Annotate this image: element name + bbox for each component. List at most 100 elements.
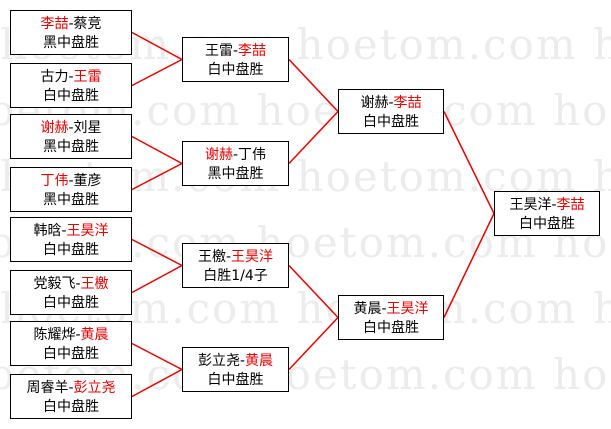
bracket-connector-line [131, 162, 183, 191]
match-box: 王昊洋-李喆白中盘胜 [494, 191, 600, 236]
match-players: 周睿羊-彭立尧 [11, 379, 131, 398]
separator-dash: - [388, 95, 394, 111]
match-result: 白中盘胜 [43, 399, 99, 415]
bracket-connector-line [131, 264, 183, 294]
player-name: 黄晨 [353, 301, 382, 317]
separator-dash: - [68, 69, 74, 85]
match-result: 白中盘胜 [363, 320, 419, 336]
separator-dash: - [61, 223, 67, 239]
player-name: 黄晨 [245, 353, 274, 369]
match-result: 黑中盘胜 [207, 166, 264, 182]
match-players: 李喆-蔡竞 [11, 15, 131, 34]
match-box: 王檄-王昊洋白胜1/4子 [182, 243, 289, 288]
player-name: 陈耀烨 [33, 327, 76, 343]
separator-dash: - [75, 276, 81, 292]
player-name: 王雷 [73, 69, 102, 85]
bracket-connector-line [131, 58, 183, 87]
bracket-connector-line [443, 213, 495, 318]
match-players: 王檄-王昊洋 [183, 248, 288, 267]
player-name: 古力 [40, 69, 69, 85]
match-box: 谢赫-刘星黑中盘胜 [10, 114, 132, 159]
bracket-connector-line [288, 264, 339, 319]
match-box: 古力-王雷白中盘胜 [10, 63, 132, 108]
match-box: 李喆-蔡竞黑中盘胜 [10, 10, 132, 55]
player-name: 董彦 [73, 173, 102, 189]
bracket-connector-line [131, 135, 183, 165]
player-name: 党毅飞 [33, 276, 76, 292]
separator-dash: - [381, 301, 387, 317]
match-result: 白中盘胜 [43, 346, 99, 362]
match-result: 白中盘胜 [43, 242, 99, 258]
player-name: 刘星 [73, 120, 102, 136]
player-name: 彭立尧 [197, 353, 240, 369]
match-players: 彭立尧-黄晨 [183, 352, 288, 371]
match-result: 黑中盘胜 [43, 192, 99, 208]
player-name: 王雷 [204, 43, 233, 59]
separator-dash: - [232, 147, 239, 163]
bracket-connector-line [443, 111, 495, 214]
bracket-connector-line [131, 342, 183, 371]
player-name: 周睿羊 [26, 380, 69, 396]
separator-dash: - [239, 353, 246, 369]
separator-dash: - [68, 16, 74, 32]
match-players: 王雷-李喆 [183, 42, 288, 61]
player-name: 王昊洋 [66, 223, 109, 239]
separator-dash: - [68, 173, 74, 189]
bracket-connector-line [131, 368, 183, 398]
match-box: 陈耀烨-黄晨白中盘胜 [10, 321, 132, 366]
player-name: 丁伟 [238, 147, 267, 163]
separator-dash: - [75, 327, 81, 343]
player-name: 丁伟 [40, 173, 69, 189]
player-name: 谢赫 [40, 120, 69, 136]
player-name: 王檄 [197, 249, 226, 265]
player-name: 李喆 [556, 197, 585, 213]
player-name: 蔡竞 [73, 16, 102, 32]
match-result: 白中盘胜 [207, 372, 264, 388]
separator-dash: - [68, 380, 74, 396]
match-box: 王雷-李喆白中盘胜 [182, 37, 289, 82]
match-result: 白中盘胜 [363, 114, 419, 130]
separator-dash: - [551, 197, 557, 213]
match-players: 谢赫-刘星 [11, 119, 131, 138]
match-box: 丁伟-董彦黑中盘胜 [10, 167, 132, 212]
match-result: 白中盘胜 [207, 62, 264, 78]
match-box: 谢赫-李喆白中盘胜 [338, 89, 444, 134]
match-box: 韩晗-王昊洋白中盘胜 [10, 217, 132, 262]
match-result: 白中盘胜 [43, 295, 99, 311]
separator-dash: - [232, 43, 239, 59]
player-name: 王檄 [80, 276, 109, 292]
match-box: 周睿羊-彭立尧白中盘胜 [10, 374, 132, 419]
bracket-connector-line [131, 31, 183, 61]
player-name: 韩晗 [33, 223, 62, 239]
match-box: 谢赫-丁伟黑中盘胜 [182, 141, 289, 186]
player-name: 谢赫 [360, 95, 389, 111]
match-players: 党毅飞-王檄 [11, 275, 131, 294]
match-result: 白胜1/4子 [203, 268, 268, 284]
player-name: 王昊洋 [386, 301, 429, 317]
match-box: 彭立尧-黄晨白中盘胜 [182, 347, 289, 392]
player-name: 李喆 [393, 95, 422, 111]
match-players: 韩晗-王昊洋 [11, 222, 131, 241]
player-name: 王昊洋 [231, 249, 274, 265]
match-players: 古力-王雷 [11, 68, 131, 87]
match-result: 黑中盘胜 [43, 35, 99, 51]
player-name: 彭立尧 [73, 380, 116, 396]
match-players: 谢赫-丁伟 [183, 146, 288, 165]
match-box: 黄晨-王昊洋白中盘胜 [338, 295, 444, 340]
match-box: 党毅飞-王檄白中盘胜 [10, 270, 132, 315]
match-players: 黄晨-王昊洋 [339, 300, 443, 319]
match-players: 王昊洋-李喆 [495, 196, 599, 215]
bracket-connector-line [288, 316, 339, 371]
bracket-connector-line [131, 238, 183, 267]
separator-dash: - [68, 120, 74, 136]
bracket-connector-line [288, 110, 339, 165]
separator-dash: - [225, 249, 232, 265]
player-name: 李喆 [40, 16, 69, 32]
match-result: 白中盘胜 [43, 88, 99, 104]
match-players: 丁伟-董彦 [11, 172, 131, 191]
player-name: 李喆 [238, 43, 267, 59]
match-result: 黑中盘胜 [43, 139, 99, 155]
player-name: 谢赫 [204, 147, 233, 163]
